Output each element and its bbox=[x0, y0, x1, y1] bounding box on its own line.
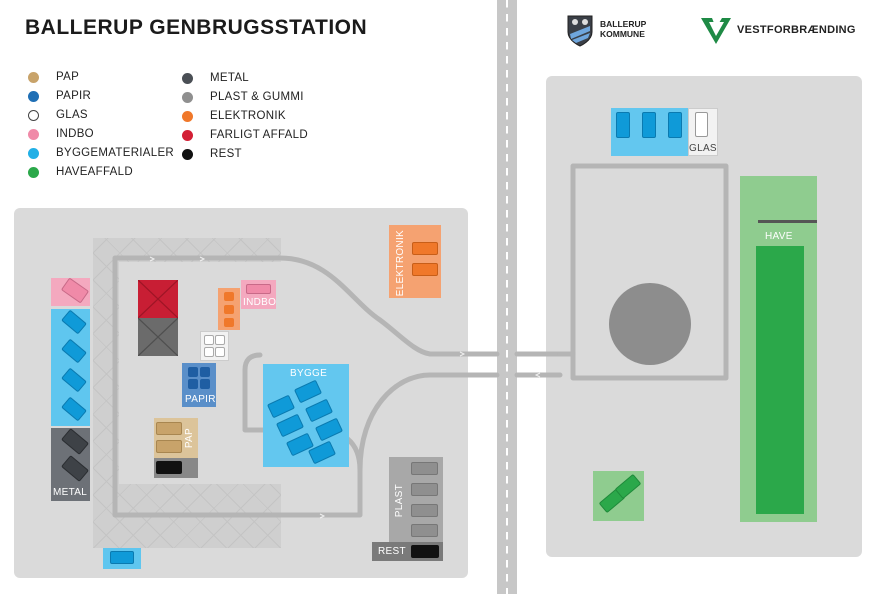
pap-container bbox=[156, 422, 182, 435]
municipality-line1: BALLERUP bbox=[600, 19, 647, 29]
metal-color-dot bbox=[182, 72, 193, 84]
indbo-container bbox=[246, 284, 271, 294]
municipality-line2: KOMMUNE bbox=[600, 29, 645, 39]
legend-label: REST bbox=[210, 148, 242, 160]
rest-container bbox=[156, 461, 182, 474]
papir-container bbox=[200, 379, 210, 389]
byggematerialer-color-dot bbox=[28, 147, 39, 159]
pap-color-dot bbox=[28, 71, 39, 83]
byggematerialer-container bbox=[616, 112, 630, 138]
municipality-name: BALLERUP KOMMUNE bbox=[600, 19, 646, 39]
page-title: BALLERUP GENBRUGSSTATION bbox=[25, 16, 368, 39]
legend-item-elektronik: ELEKTRONIK bbox=[182, 110, 286, 122]
plast-label: PLAST bbox=[394, 484, 405, 518]
legend-item-glas: GLAS bbox=[28, 109, 88, 121]
road-center-line bbox=[506, 0, 508, 594]
legend-label: HAVEAFFALD bbox=[56, 166, 133, 178]
legend-item-indbo: INDBO bbox=[28, 128, 94, 140]
glas-container bbox=[204, 347, 214, 357]
legend-label: INDBO bbox=[56, 128, 94, 140]
indbo-label: INDBO bbox=[243, 297, 277, 308]
legend-item-farligt-affald: FARLIGT AFFALD bbox=[182, 129, 308, 141]
haveaffald-color-dot bbox=[28, 166, 39, 178]
bygge-label: BYGGE bbox=[290, 368, 328, 379]
plast-container bbox=[411, 462, 438, 475]
have-label: HAVE bbox=[765, 231, 793, 242]
papir-bay bbox=[182, 363, 216, 407]
haveaffald-area bbox=[756, 246, 804, 514]
byggematerialer-container bbox=[110, 551, 134, 564]
elektronik-container bbox=[224, 305, 234, 314]
glas-container bbox=[215, 335, 225, 345]
rest-color-dot bbox=[182, 148, 193, 160]
elektronik-container bbox=[412, 263, 438, 276]
legend-item-byggematerialer: BYGGEMATERIALER bbox=[28, 147, 174, 159]
plast-container bbox=[411, 504, 438, 517]
legend-label: BYGGEMATERIALER bbox=[56, 147, 175, 159]
legend-item-metal: METAL bbox=[182, 72, 249, 84]
legend-item-haveaffald: HAVEAFFALD bbox=[28, 166, 133, 178]
elektronik-container bbox=[224, 292, 234, 301]
vestforbraending-logo-icon bbox=[700, 14, 732, 46]
glas-container bbox=[695, 112, 708, 137]
have-barrier bbox=[758, 220, 817, 223]
legend-label: ELEKTRONIK bbox=[210, 110, 286, 122]
legend-item-plast-gummi: PLAST & GUMMI bbox=[182, 91, 304, 103]
legend-label: PAP bbox=[56, 71, 80, 83]
legend-item-rest: REST bbox=[182, 148, 242, 160]
storage-building bbox=[138, 318, 178, 356]
legend-label: PLAST & GUMMI bbox=[210, 91, 304, 103]
papir-container bbox=[188, 367, 198, 377]
metal-label: METAL bbox=[53, 487, 88, 498]
pap-container bbox=[156, 440, 182, 453]
legend-item-pap: PAP bbox=[28, 71, 79, 83]
elektronik-color-dot bbox=[182, 110, 193, 122]
pap-label: PAP bbox=[184, 428, 195, 449]
company-name: VESTFORBRÆNDING bbox=[737, 24, 856, 36]
elektronik-container bbox=[412, 242, 438, 255]
farligt-affald-building bbox=[138, 280, 178, 318]
byggematerialer-container bbox=[668, 112, 682, 138]
papir-label: PAPIR bbox=[185, 394, 216, 405]
farligt-affald-color-dot bbox=[182, 129, 193, 141]
glas-label: GLAS bbox=[689, 143, 717, 154]
plast-container bbox=[411, 524, 438, 537]
papir-color-dot bbox=[28, 90, 39, 102]
plast-color-dot bbox=[182, 91, 193, 103]
byggematerialer-container bbox=[642, 112, 656, 138]
elektronik-label: ELEKTRONIK bbox=[395, 230, 406, 297]
glas-container bbox=[215, 347, 225, 357]
legend-item-papir: PAPIR bbox=[28, 90, 91, 102]
glas-color-dot bbox=[28, 109, 39, 121]
papir-container bbox=[200, 367, 210, 377]
papir-container bbox=[188, 379, 198, 389]
elektronik-bay bbox=[389, 225, 441, 298]
elektronik-container bbox=[224, 318, 234, 327]
legend-label: METAL bbox=[210, 72, 249, 84]
legend-label: GLAS bbox=[56, 109, 88, 121]
roundabout bbox=[609, 283, 691, 365]
plast-container bbox=[411, 483, 438, 496]
ballerup-coat-of-arms-icon bbox=[566, 14, 594, 48]
legend-label: PAPIR bbox=[56, 90, 92, 102]
glas-container bbox=[204, 335, 214, 345]
legend-label: FARLIGT AFFALD bbox=[210, 129, 308, 141]
indbo-color-dot bbox=[28, 128, 39, 140]
rest-container bbox=[411, 545, 439, 558]
rest-label: REST bbox=[378, 546, 406, 557]
